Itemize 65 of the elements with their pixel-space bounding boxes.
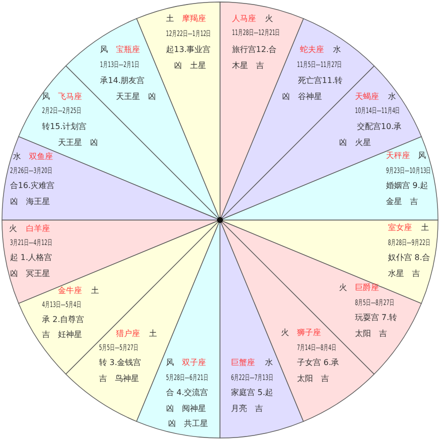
constellation-name: 猎户座 bbox=[116, 329, 140, 339]
element-label: 火 bbox=[265, 14, 273, 24]
planet-label: 太阳 吉 bbox=[355, 329, 387, 339]
house-label: 旅行宫12.合 bbox=[232, 45, 277, 55]
planet-label: 月亮 吉 bbox=[231, 404, 263, 414]
house-label: 死亡宫11.转 bbox=[298, 76, 343, 86]
planet-label: 金星 吉 bbox=[386, 197, 418, 207]
element-label: 水 bbox=[388, 92, 396, 102]
planet-label: 木星 吉 bbox=[232, 61, 264, 71]
constellation-name: 人马座 bbox=[232, 14, 256, 24]
element-label: 土 bbox=[421, 223, 429, 233]
planet-label: 太阳 吉 bbox=[297, 374, 329, 384]
element-label: 风 bbox=[166, 358, 174, 368]
planet-label: 吉 妊神星 bbox=[42, 330, 82, 340]
house-label: 转15.计划宫 bbox=[42, 122, 87, 132]
element-label: 风 bbox=[418, 151, 426, 161]
constellation-name: 狮子座 bbox=[297, 328, 321, 338]
constellation-name: 室女座 bbox=[388, 223, 412, 233]
constellation-name: 宝瓶座 bbox=[116, 45, 140, 55]
house-label: 婚姻宫 9.起 bbox=[386, 181, 428, 191]
element-label: 火 bbox=[281, 328, 289, 338]
planet-label: 天王星 凶 bbox=[58, 138, 98, 148]
constellation-name: 蛇夫座 bbox=[300, 45, 324, 55]
house-label: 合16.灾难宫 bbox=[10, 181, 55, 191]
house-label: 转 3.金钱宫 bbox=[99, 358, 142, 368]
house-label: 子女宫 6.承 bbox=[297, 358, 340, 368]
constellation-name: 天秤座 bbox=[386, 151, 410, 161]
element-label: 风 bbox=[42, 92, 50, 102]
constellation-name: 双子座 bbox=[182, 358, 206, 368]
house-label: 合 4.交流宫 bbox=[166, 388, 208, 398]
constellation-name: 巨爵座 bbox=[355, 283, 379, 293]
element-label: 土 bbox=[149, 329, 157, 339]
constellation-name: 双鱼座 bbox=[29, 152, 53, 162]
constellation-name: 巨蟹座 bbox=[231, 358, 255, 368]
constellation-name: 天蝎座 bbox=[355, 92, 379, 102]
planet-label: 吉 鸟神星 bbox=[99, 374, 139, 384]
element-label: 风 bbox=[100, 45, 108, 55]
element-label: 水 bbox=[13, 152, 21, 162]
constellation-name: 摩羯座 bbox=[182, 14, 206, 24]
planet-label: 凶 阋神星 bbox=[166, 404, 206, 414]
house-label: 起 1.人格宫 bbox=[10, 253, 52, 263]
planet-label: 凶 火星 bbox=[339, 138, 371, 148]
house-label: 承14.朋友宫 bbox=[100, 76, 145, 86]
house-label: 起13.事业宫 bbox=[166, 45, 211, 55]
planet-label: 凶 冥王星 bbox=[10, 269, 50, 279]
element-label: 水 bbox=[265, 358, 273, 368]
house-label: 玩耍宫 7.转 bbox=[355, 313, 398, 323]
planet-label: 凶 共工星 bbox=[168, 419, 208, 429]
house-label: 交配宫10.承 bbox=[357, 122, 402, 132]
planet-label: 凶 谷神星 bbox=[282, 92, 322, 102]
planet-label: 凶 海王星 bbox=[10, 197, 50, 207]
planet-label: 凶 土星 bbox=[174, 61, 206, 71]
house-label: 奴仆宫 8.合 bbox=[388, 253, 430, 263]
element-label: 火 bbox=[339, 283, 347, 293]
planet-label: 天王星 凶 bbox=[116, 92, 156, 102]
constellation-name: 金牛座 bbox=[58, 286, 82, 296]
house-label: 承 2.自尊宫 bbox=[42, 315, 84, 325]
element-label: 土 bbox=[166, 14, 174, 24]
constellation-name: 飞马座 bbox=[58, 92, 82, 102]
house-label: 家庭宫 5.起 bbox=[231, 388, 274, 398]
element-label: 火 bbox=[9, 224, 17, 234]
planet-label: 水星 吉 bbox=[388, 269, 420, 279]
constellation-name: 白羊座 bbox=[26, 224, 50, 234]
element-label: 水 bbox=[333, 45, 341, 55]
element-label: 土 bbox=[91, 286, 99, 296]
